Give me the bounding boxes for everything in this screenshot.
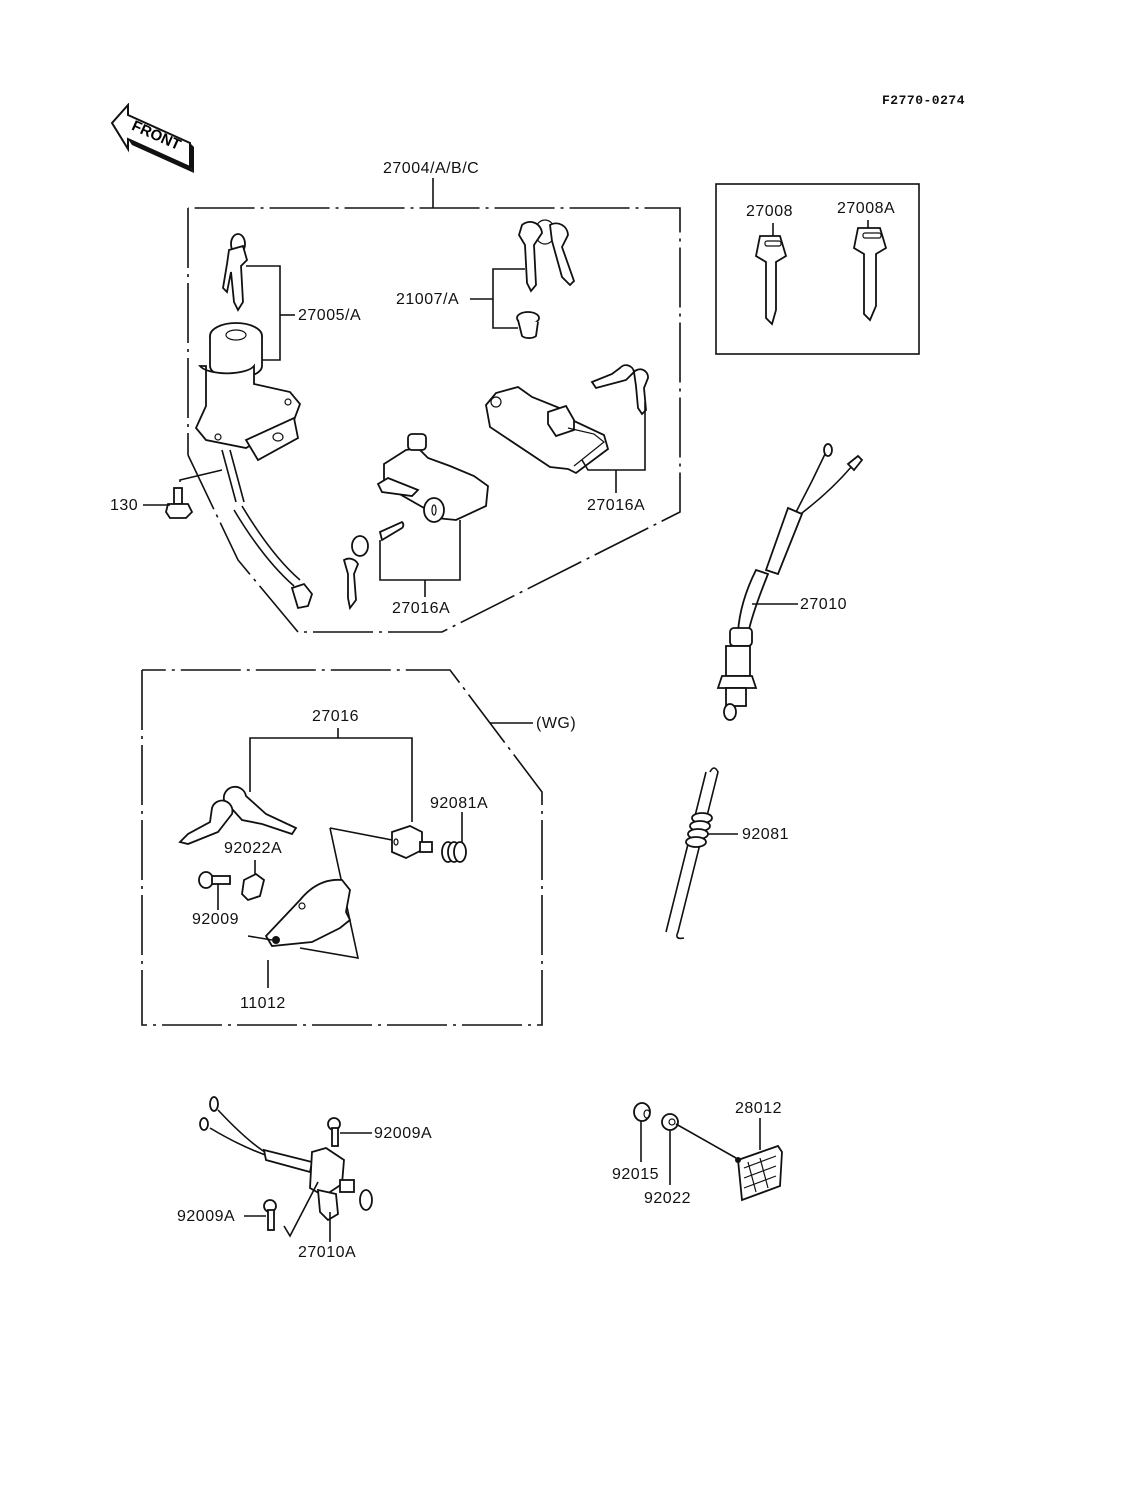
reflector-icon xyxy=(735,1144,783,1202)
figure-code: F2770-0274 xyxy=(882,93,966,108)
helmet-lock-lower-icon xyxy=(376,433,489,523)
bolt-icon xyxy=(165,487,194,519)
part-label-27008[interactable]: 27008 xyxy=(746,203,793,220)
part-label-92009a-right[interactable]: 92009A xyxy=(374,1125,433,1142)
part-label-92009a-left[interactable]: 92009A xyxy=(177,1208,236,1225)
part-label-92022[interactable]: 92022 xyxy=(644,1190,691,1207)
screw-icon xyxy=(198,871,231,889)
group-outline-key-blanks xyxy=(715,183,920,355)
part-label-wg[interactable]: (WG) xyxy=(536,715,577,732)
part-label-92081a[interactable]: 92081A xyxy=(430,795,489,812)
part-label-27004[interactable]: 27004/A/B/C xyxy=(383,160,480,177)
pressure-switch-icon xyxy=(716,443,864,721)
wg-lock-cylinder-icon xyxy=(391,825,433,859)
spring-long-icon xyxy=(665,767,719,940)
wg-keys-icon xyxy=(178,785,298,845)
switch-screw-upper-icon xyxy=(327,1117,341,1147)
ignition-key-icon xyxy=(222,233,249,312)
part-label-27005[interactable]: 27005/A xyxy=(298,307,362,324)
part-label-92081[interactable]: 92081 xyxy=(742,826,789,843)
key-blank-alt-icon xyxy=(852,227,888,322)
switch-screw-lower-icon xyxy=(263,1199,277,1231)
ignition-switch-icon xyxy=(194,322,302,462)
part-label-92022a[interactable]: 92022A xyxy=(224,840,283,857)
reflector-washer-icon xyxy=(661,1113,679,1131)
washer-icon xyxy=(241,872,266,902)
part-label-27016[interactable]: 27016 xyxy=(312,708,359,725)
part-label-92009[interactable]: 92009 xyxy=(192,911,239,928)
part-label-11012[interactable]: 11012 xyxy=(240,995,286,1012)
part-label-27010a[interactable]: 27010A xyxy=(298,1244,357,1261)
helmet-lock-lower-keys-icon xyxy=(342,520,405,611)
toggle-switch-icon xyxy=(199,1096,373,1222)
part-label-92015[interactable]: 92015 xyxy=(612,1166,659,1183)
part-label-27010[interactable]: 27010 xyxy=(800,596,847,613)
key-blank-icon xyxy=(754,235,788,326)
part-label-27008a[interactable]: 27008A xyxy=(837,200,896,217)
nut-icon xyxy=(633,1102,651,1122)
part-label-27016a-upper[interactable]: 27016A xyxy=(587,497,646,514)
part-label-130[interactable]: 130 xyxy=(110,497,139,514)
spring-small-icon xyxy=(441,841,467,863)
helmet-lock-upper-keys-icon xyxy=(590,364,649,416)
group-outline-wg xyxy=(141,669,543,1026)
part-label-21007[interactable]: 21007/A xyxy=(396,291,460,308)
part-label-27016a-lower[interactable]: 27016A xyxy=(392,600,451,617)
lock-plate-icon xyxy=(264,878,352,947)
part-label-28012[interactable]: 28012 xyxy=(735,1100,782,1117)
helmet-lock-upper-icon xyxy=(485,386,610,475)
front-direction-icon: FRONT xyxy=(110,103,194,173)
ignition-wire-icon xyxy=(221,449,245,503)
seat-lock-keys-icon xyxy=(516,219,576,339)
